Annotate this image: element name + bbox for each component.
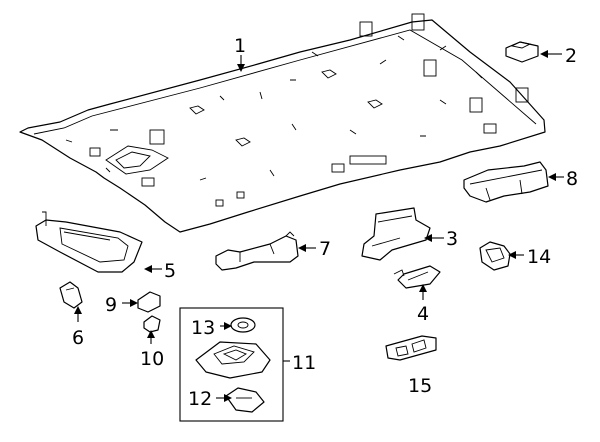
part-12-lamp xyxy=(225,387,265,413)
part-6-holder xyxy=(59,281,83,309)
callout-11: 11 xyxy=(292,352,316,374)
callout-14: 14 xyxy=(527,246,551,268)
part-headliner xyxy=(19,13,546,233)
callout-2: 2 xyxy=(565,45,577,67)
callout-13: 13 xyxy=(191,317,215,339)
callout-8: 8 xyxy=(566,168,578,190)
callout-1: 1 xyxy=(234,35,246,57)
part-9-clip xyxy=(137,291,161,313)
callout-5: 5 xyxy=(164,260,176,282)
callout-12: 12 xyxy=(188,388,212,410)
callout-7: 7 xyxy=(319,238,331,260)
callout-6: 6 xyxy=(72,327,84,349)
callout-9: 9 xyxy=(105,294,117,316)
part-14-lamp xyxy=(479,241,511,271)
part-8-rail xyxy=(463,161,549,203)
callout-3: 3 xyxy=(446,228,458,250)
leader-lines xyxy=(74,50,564,402)
callout-4: 4 xyxy=(417,303,429,325)
callout-10: 10 xyxy=(140,348,164,370)
sub-assembly-box xyxy=(179,307,284,422)
part-10-plug xyxy=(143,315,161,333)
part-13-ring xyxy=(230,317,256,333)
part-11-console xyxy=(195,341,271,379)
part-15-cover xyxy=(385,335,437,361)
part-5-sunvisor xyxy=(35,211,143,273)
part-3-bracket xyxy=(361,207,431,261)
part-2-clip xyxy=(505,41,539,63)
part-7-handle xyxy=(215,231,299,271)
part-4-lamp xyxy=(393,265,441,289)
callout-15: 15 xyxy=(408,375,432,397)
